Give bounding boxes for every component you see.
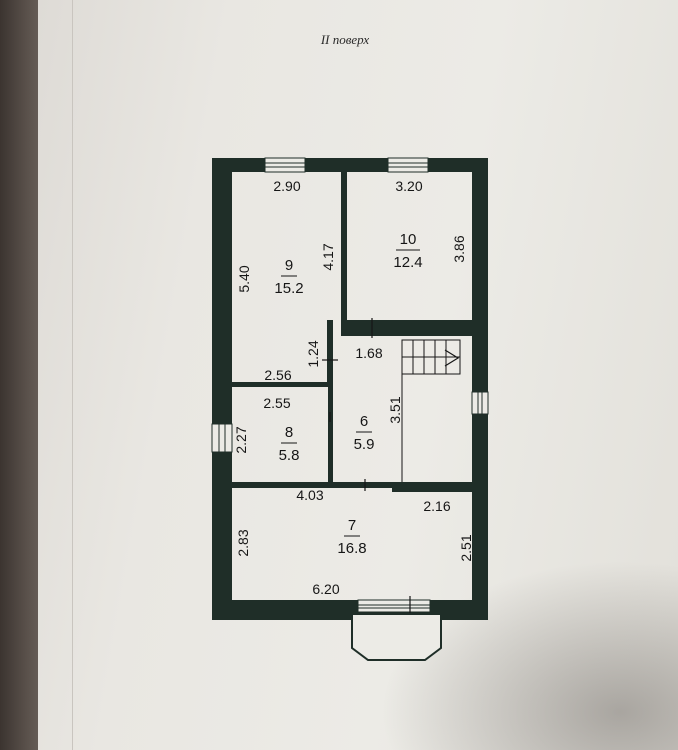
room-labels: 9 15.2 10 12.4 8 5.8 6 5.9 7 16.8 (274, 231, 422, 557)
wall-7-top (232, 482, 472, 488)
room-9-area: 15.2 (274, 280, 303, 297)
dim-room9-top: 2.90 (273, 178, 300, 194)
dim-room7-right: 2.51 (458, 534, 474, 561)
dim-room9-right: 4.17 (320, 243, 336, 270)
dim-room9-left: 5.40 (236, 265, 252, 292)
wall-7-step (392, 482, 472, 492)
room-10-number: 10 (400, 231, 417, 248)
wall-8-6 (328, 382, 333, 484)
window-stair (471, 391, 489, 415)
wall-9-8 (232, 382, 333, 387)
room-8-number: 8 (285, 424, 293, 441)
window-9 (264, 157, 306, 173)
dim-room8-top: 2.55 (263, 395, 290, 411)
dim-room7-bottom: 6.20 (312, 581, 339, 597)
dim-room10-right: 3.86 (451, 235, 467, 262)
room-9-number: 9 (285, 257, 293, 274)
room-7-area: 16.8 (337, 540, 366, 557)
doors (322, 318, 411, 614)
outer-wall-right (472, 158, 488, 620)
wall-9-hall (327, 320, 333, 382)
windows (211, 157, 489, 613)
dim-room8-left: 2.27 (233, 426, 249, 453)
stairs (401, 339, 461, 482)
room-10-area: 12.4 (393, 254, 422, 271)
wall-9-10 (341, 172, 347, 322)
dim-room9-bottom: 2.56 (264, 367, 291, 383)
dim-room7-top-right: 2.16 (423, 498, 450, 514)
dim-room7-left: 2.83 (235, 529, 251, 556)
outer-wall-bottom (212, 600, 488, 620)
dim-room7-top: 4.03 (296, 487, 323, 503)
margin-line (72, 0, 73, 750)
dim-room10-top: 3.20 (395, 178, 422, 194)
balcony (351, 613, 442, 661)
balcony-window (357, 599, 431, 613)
wall-10-bottom (341, 320, 472, 336)
room-7-number: 7 (348, 517, 356, 534)
outer-wall-top (212, 158, 488, 172)
window-10 (387, 157, 429, 173)
dim-stair-side: 3.51 (387, 396, 403, 423)
dim-hall-side: 1.24 (305, 340, 321, 367)
room-6-number: 6 (360, 413, 368, 430)
room-8-area: 5.8 (279, 447, 300, 464)
room-6-area: 5.9 (354, 436, 375, 453)
dimension-labels: 2.90 3.20 5.40 4.17 3.86 1.68 1.24 2.56 … (233, 178, 474, 597)
window-8 (211, 423, 233, 453)
floor-title: II поверх (320, 32, 370, 47)
dim-hall-top: 1.68 (355, 345, 382, 361)
outer-wall-left (212, 158, 232, 620)
